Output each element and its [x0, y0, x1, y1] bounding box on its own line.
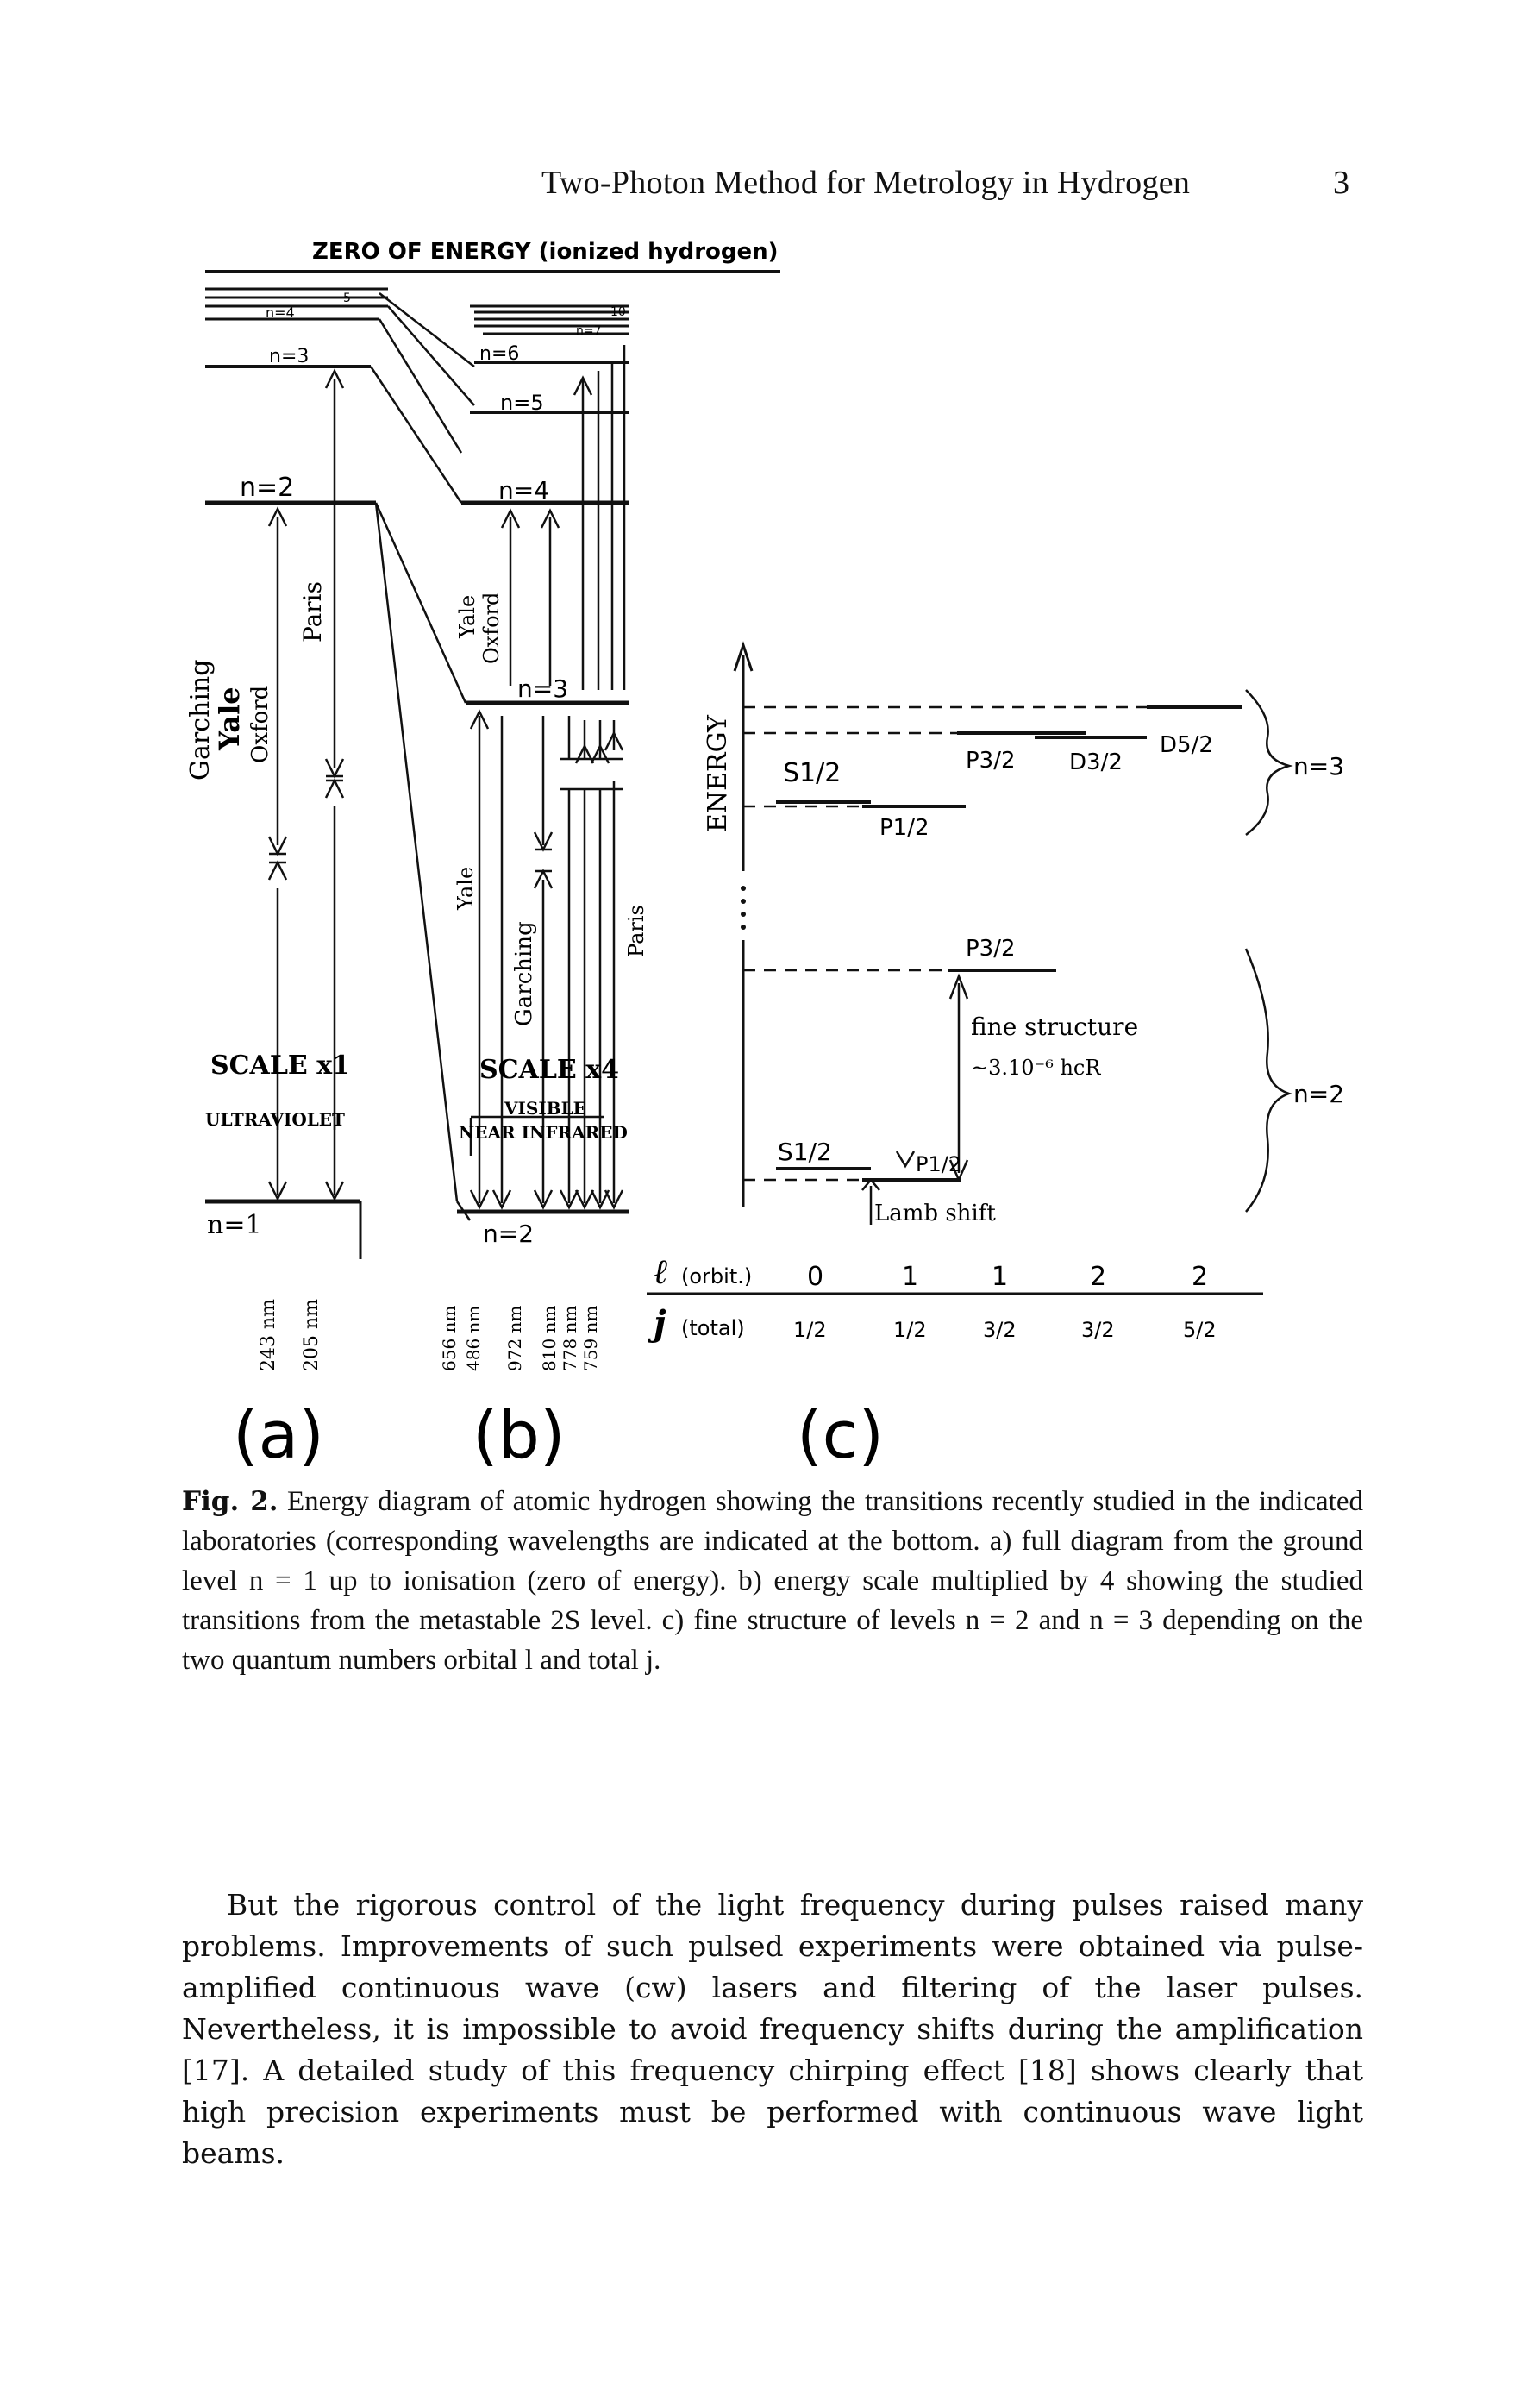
panel-letter-a: (a) [233, 1396, 324, 1473]
wavelength-759: 759 nm [580, 1306, 601, 1371]
level-b-n10: 10 [610, 305, 626, 319]
scale-x4-label: SCALE x4 [479, 1055, 619, 1085]
wavelength-486: 486 nm [463, 1306, 484, 1371]
wavelength-810: 810 nm [539, 1306, 560, 1371]
panel-b-transitions [469, 345, 626, 1210]
lab-oxford-a: Oxford [247, 686, 273, 763]
scale-connectors [369, 292, 475, 1221]
symbol-l: ℓ [654, 1251, 668, 1292]
lab-yale-a: Yale [213, 687, 246, 751]
wavelength-656: 656 nm [439, 1306, 460, 1371]
j-value: 3/2 [1081, 1318, 1115, 1342]
zero-energy-label: ZERO OF ENERGY (ionized hydrogen) [312, 239, 779, 265]
caption-text: Energy diagram of atomic hydrogen showin… [182, 1486, 1363, 1676]
lab-garching-a: Garching [185, 660, 216, 781]
n2-brace-label: n=2 [1293, 1080, 1344, 1108]
body-paragraph: But the rigorous control of the light fr… [182, 1888, 1363, 2170]
level-b-n4: n=4 [498, 476, 549, 505]
lab-paris-a: Paris [298, 581, 327, 643]
wavelength-972: 972 nm [504, 1306, 525, 1371]
panel-c-dotted-axis [741, 886, 746, 930]
n3-d52-label: D5/2 [1160, 732, 1213, 758]
n3-p32-label: P3/2 [966, 748, 1016, 774]
panel-c-n3-levels [743, 705, 1242, 808]
level-a-n4: n=4 [266, 304, 295, 321]
l-value: 1 [902, 1262, 918, 1292]
n3-s12-label: S1/2 [783, 758, 841, 788]
panel-c-energy-axis [733, 641, 754, 1207]
level-a-n1: n=1 [207, 1210, 262, 1240]
panel-b-levels [457, 304, 629, 1214]
fine-structure-value: ~3.10⁻⁶ hcR [971, 1056, 1101, 1080]
n2-p12-label: P1/2 [916, 1152, 961, 1176]
total-label: (total) [681, 1316, 745, 1340]
n3-brace-label: n=3 [1293, 752, 1344, 781]
lab-yale-b-top: Yale [455, 595, 479, 639]
level-a-n5: 5 [343, 292, 351, 305]
level-a-n2: n=2 [240, 473, 294, 503]
lab-garching-b: Garching [511, 921, 537, 1026]
j-value: 1/2 [893, 1318, 927, 1342]
panel-c-braces [1244, 689, 1293, 1213]
panel-letter-c: (c) [797, 1396, 884, 1473]
n3-p12-label: P1/2 [879, 815, 929, 841]
level-b-n3: n=3 [517, 674, 568, 703]
lab-paris-b: Paris [624, 905, 648, 957]
lab-yale-b-bottom: Yale [454, 867, 478, 911]
caption-label: Fig. 2. [182, 1486, 278, 1517]
scale-x1-label: SCALE x1 [210, 1050, 350, 1081]
wavelength-243: 243 nm [258, 1299, 279, 1371]
j-values-row: 1/2 1/2 3/2 3/2 5/2 [793, 1318, 1217, 1342]
level-b-n2: n=2 [483, 1220, 534, 1248]
lamb-shift-label: Lamb shift [874, 1201, 996, 1226]
fine-structure-label: fine structure [971, 1013, 1138, 1041]
n2-s12-label: S1/2 [778, 1138, 832, 1166]
n3-d32-label: D3/2 [1069, 749, 1123, 775]
n2-p32-label: P3/2 [966, 936, 1016, 962]
level-a-n3: n=3 [269, 346, 309, 367]
panel-letter-b: (b) [472, 1396, 566, 1473]
panel-a-transitions [267, 368, 345, 1201]
page-number: 3 [1333, 165, 1349, 201]
running-header: Two-Photon Method for Metrology in Hydro… [0, 157, 1527, 209]
l-value: 0 [807, 1262, 823, 1292]
wavelength-205: 205 nm [301, 1299, 322, 1371]
panel-a-lab-labels: Garching Yale Oxford Paris [185, 581, 327, 781]
ultraviolet-label: ULTRAVIOLET [205, 1109, 345, 1130]
j-value: 3/2 [983, 1318, 1017, 1342]
near-infrared-label: NEAR INFRARED [459, 1122, 628, 1143]
visible-label: VISIBLE [504, 1098, 586, 1119]
j-value: 1/2 [793, 1318, 827, 1342]
level-b-n6: n=6 [479, 343, 519, 365]
energy-axis-label: ENERGY [703, 714, 733, 832]
lab-oxford-b-top: Oxford [479, 593, 504, 664]
panel-c-n2-levels [743, 969, 1056, 1225]
l-value: 2 [1090, 1262, 1106, 1292]
panel-b-lab-labels: Yale Oxford Yale Garching Paris [454, 593, 648, 1026]
orbit-label: (orbit.) [681, 1264, 752, 1289]
j-value: 5/2 [1183, 1318, 1217, 1342]
energy-diagram-figure: ZERO OF ENERGY (ionized hydrogen) n=4 5 … [185, 239, 1344, 1473]
figure-caption: Fig. 2. Energy diagram of atomic hydroge… [182, 1482, 1363, 1680]
level-b-n5: n=5 [500, 391, 544, 415]
l-value: 1 [992, 1262, 1008, 1292]
level-b-n7: n=7 [576, 324, 602, 338]
symbol-j: j [648, 1303, 666, 1344]
l-values-row: 0 1 1 2 2 [807, 1262, 1208, 1292]
panel-a-levels [205, 287, 388, 1259]
l-value: 2 [1192, 1262, 1208, 1292]
running-title: Two-Photon Method for Metrology in Hydro… [541, 165, 1191, 201]
wavelength-778: 778 nm [560, 1306, 580, 1371]
